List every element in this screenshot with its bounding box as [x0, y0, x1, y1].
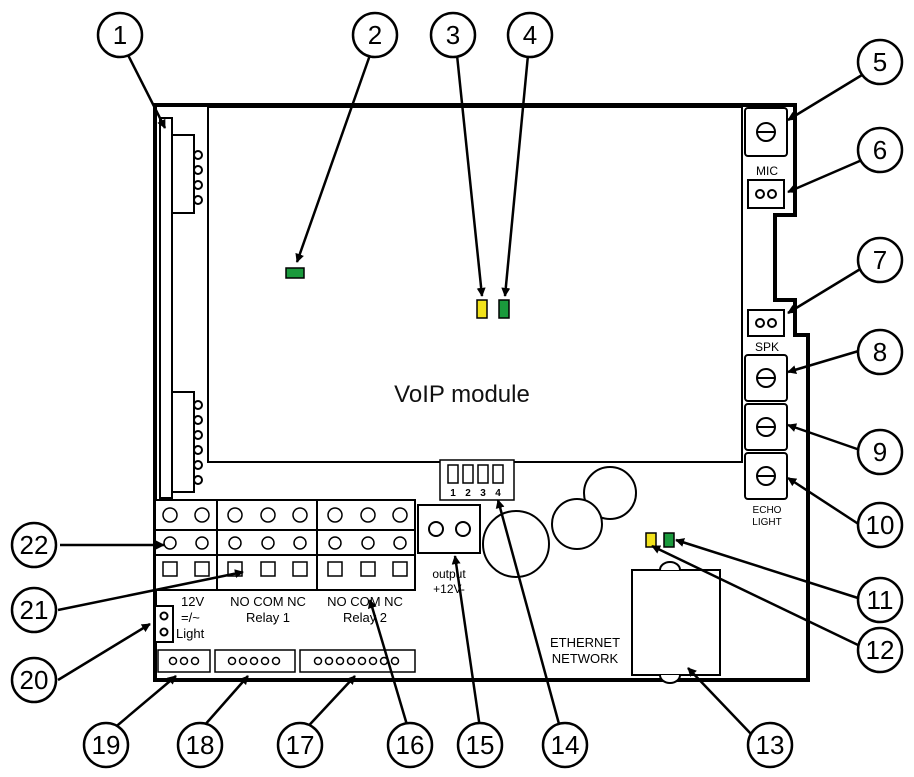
power-acdc-label: =/~	[181, 610, 200, 625]
left-connector-strip	[159, 117, 203, 499]
mic-label: MIC	[756, 164, 778, 178]
potentiometer-8	[744, 354, 788, 402]
led-yellow-right	[645, 532, 657, 548]
power-light-label: Light	[176, 626, 205, 641]
relay2-pins-label: NO COM NC	[327, 594, 403, 609]
spk-connector	[747, 309, 785, 337]
callout-21: 21	[20, 595, 49, 625]
spk-label: SPK	[755, 340, 779, 354]
callout-14: 14	[551, 730, 580, 760]
dip-number-1: 1	[450, 488, 456, 499]
relay2-name-label: Relay 2	[343, 610, 387, 625]
connector-19	[157, 649, 211, 673]
led-green-right	[663, 532, 675, 548]
callout-19: 19	[92, 730, 121, 760]
power-jumper	[154, 605, 174, 643]
callout-2: 2	[368, 20, 382, 50]
echo-label: ECHO	[753, 505, 782, 516]
callout-13: 13	[756, 730, 785, 760]
callout-arrows	[57, 54, 863, 736]
callout-12: 12	[866, 635, 895, 665]
light-label: LIGHT	[752, 517, 781, 528]
dip-number-4: 4	[495, 488, 501, 499]
voip-module-label: VoIP module	[394, 381, 530, 408]
callout-5: 5	[873, 47, 887, 77]
callout-1: 1	[113, 20, 127, 50]
led-green-module-2	[498, 299, 510, 319]
callout-6: 6	[873, 135, 887, 165]
callout-circles	[10, 11, 904, 769]
mic-connector	[747, 179, 785, 209]
led-yellow-module	[476, 299, 488, 319]
callout-3: 3	[446, 20, 460, 50]
dip-number-3: 3	[480, 488, 486, 499]
led-green-module	[285, 267, 305, 279]
callout-7: 7	[873, 245, 887, 275]
terminal-screws	[162, 507, 408, 550]
capacitors	[482, 466, 637, 578]
battery-holder	[631, 561, 721, 684]
callout-15: 15	[466, 730, 495, 760]
relay-terminal-block	[154, 499, 416, 591]
connector-17	[299, 649, 416, 673]
network-label: NETWORK	[552, 651, 619, 666]
callout-22: 22	[20, 530, 49, 560]
output-terminal	[417, 504, 481, 554]
dip-switch	[439, 459, 515, 501]
callout-10: 10	[866, 510, 895, 540]
ethernet-label: ETHERNET	[550, 635, 620, 650]
dip-number-2: 2	[465, 488, 471, 499]
connector-18	[214, 649, 296, 673]
callout-17: 17	[286, 730, 315, 760]
power-12v-label: 12V	[181, 594, 204, 609]
callout-4: 4	[523, 20, 537, 50]
callout-16: 16	[396, 730, 425, 760]
output-label: output	[432, 567, 466, 581]
mic-potentiometer	[744, 107, 788, 157]
voip-module: VoIP module	[207, 106, 743, 463]
echo-light-potentiometer	[744, 452, 788, 500]
relay1-pins-label: NO COM NC	[230, 594, 306, 609]
callout-20: 20	[20, 665, 49, 695]
callout-18: 18	[186, 730, 215, 760]
callout-9: 9	[873, 437, 887, 467]
callout-8: 8	[873, 337, 887, 367]
relay1-name-label: Relay 1	[246, 610, 290, 625]
callout-11: 11	[867, 585, 894, 615]
potentiometer-9	[744, 403, 788, 451]
output-voltage-label: +12V-	[433, 582, 465, 596]
